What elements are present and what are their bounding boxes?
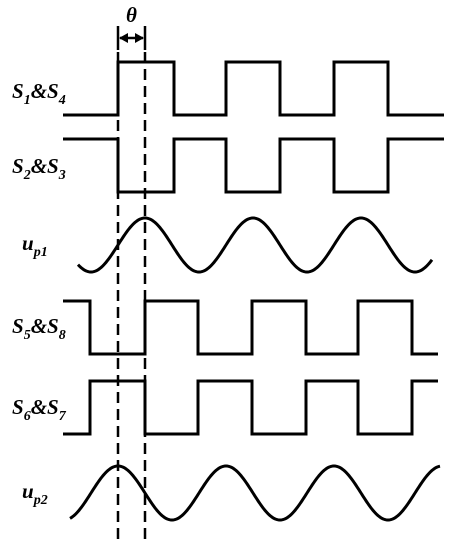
waveform-up1 <box>76 216 434 274</box>
waveforms <box>63 60 444 522</box>
theta-arrow-left-icon <box>119 33 128 43</box>
theta-label: θ <box>126 3 137 27</box>
label-s6s7: S6&S7 <box>12 395 67 424</box>
label-s1s4: S1&S4 <box>12 79 66 108</box>
waveform-s5s8 <box>63 299 438 356</box>
label-up1: up1 <box>22 231 48 260</box>
theta-marker: θ <box>116 3 147 50</box>
label-s5s8: S5&S8 <box>12 314 66 343</box>
waveform-s2s3 <box>63 137 444 194</box>
theta-arrow-right-icon <box>135 33 144 43</box>
label-up2: up2 <box>22 479 48 508</box>
label-s2s3: S2&S3 <box>12 154 66 183</box>
waveform-s1s4 <box>63 60 444 117</box>
signal-labels: S1&S4 S2&S3 up1 S5&S8 S6&S7 up2 <box>12 79 67 508</box>
waveform-up2 <box>69 464 441 522</box>
